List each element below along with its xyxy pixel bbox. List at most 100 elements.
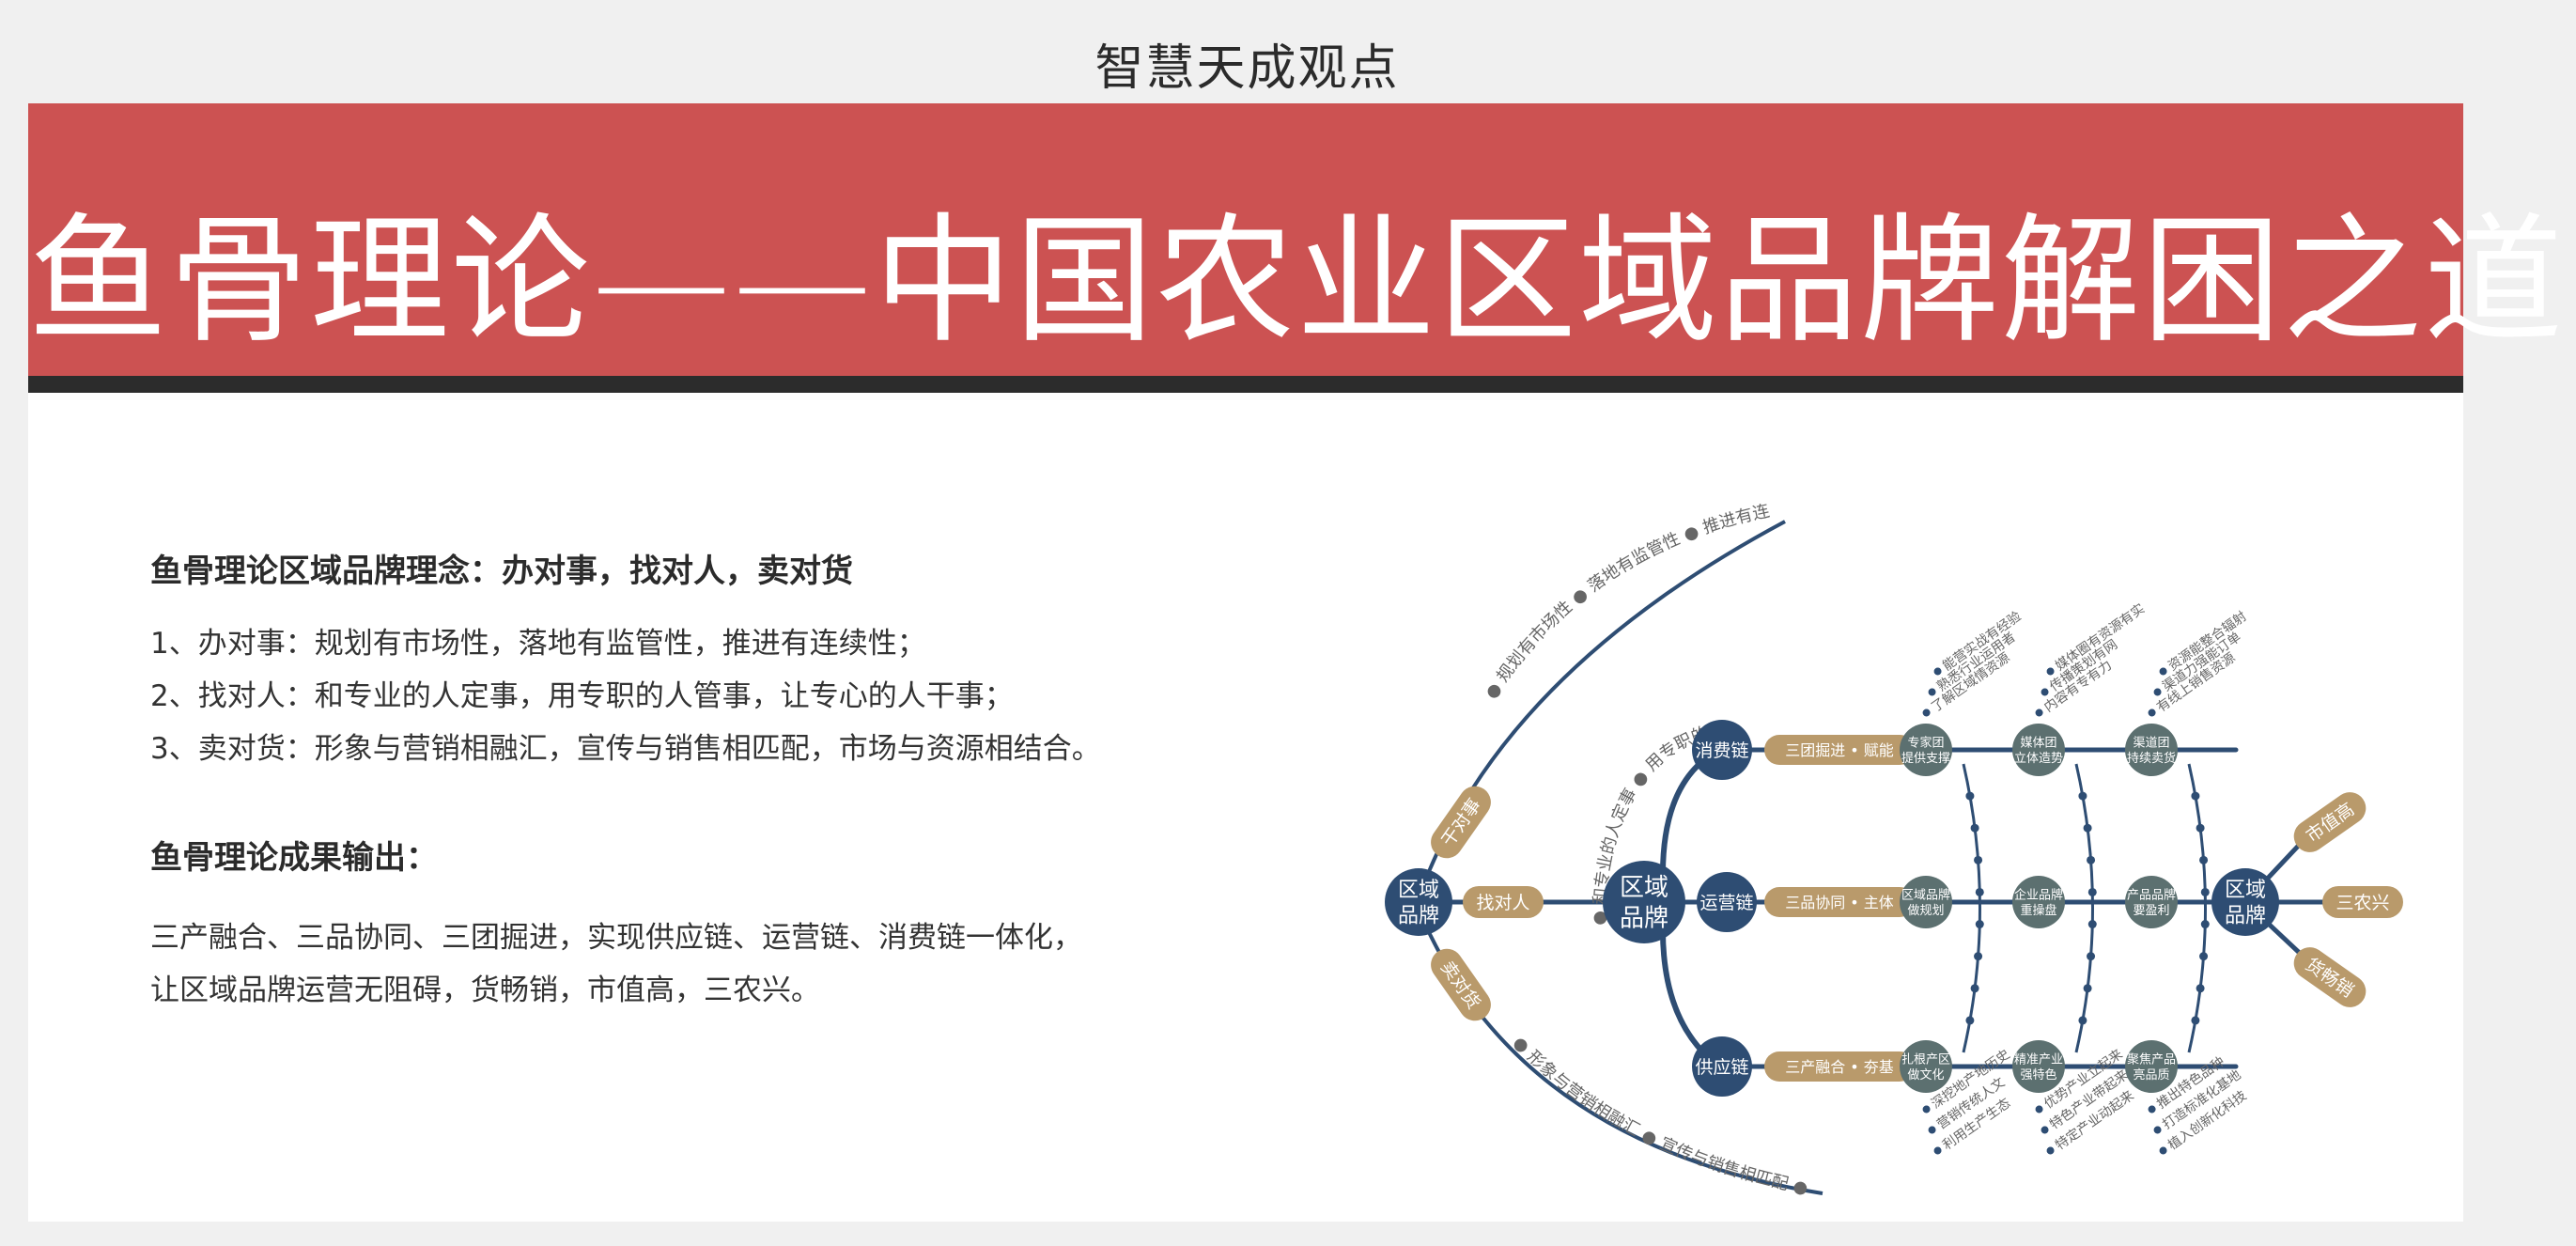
note-dot <box>1933 667 1942 676</box>
top-col-node-2-text: 渠道团 <box>2133 737 2169 751</box>
tag-find-people: 找对人 <box>1463 886 1544 918</box>
top-col-node-1 <box>2012 724 2065 776</box>
connector-dot <box>2196 823 2205 833</box>
note-dot <box>2153 1126 2162 1134</box>
tag-do-right: 干对事 <box>1431 786 1491 859</box>
connector-dot <box>2087 952 2096 961</box>
chain-node-1 <box>1697 872 1757 932</box>
inner-arc-text-path: ● 和专业的人定事 ● 用专职的人管事 ● 让专心的人干事 <box>1372 498 1711 926</box>
fishbone-diagram: ● 规划有市场性 ● 落地有监管性 ● 推进有连续性● 和专业的人定事 ● 用专… <box>1372 498 2405 1231</box>
center-brand-node-text: 品牌 <box>1620 905 1668 933</box>
connector-dot <box>1974 952 1983 961</box>
mid-col-node-1 <box>2012 876 2065 928</box>
connector-dot <box>2200 920 2210 929</box>
note-dot <box>2035 1105 2043 1114</box>
mid-col-node-0 <box>1900 876 1952 928</box>
connector-arc <box>2074 763 2094 1053</box>
bottom-col-node-1-text: 精准产业 <box>2014 1053 2063 1067</box>
connector-dot <box>2199 952 2209 961</box>
connector-dot <box>1965 1016 1975 1025</box>
left-brand-node-text: 区域 <box>1398 879 1439 902</box>
concept-section: 鱼骨理论区域品牌理念：办对事，找对人，卖对货 1、办对事：规划有市场性，落地有监… <box>150 545 1259 775</box>
left-brand-node-text: 品牌 <box>1398 905 1439 928</box>
note-dot <box>2046 667 2055 676</box>
mid-col-node-1-text: 重操盘 <box>2020 903 2056 918</box>
connector-dot <box>2083 984 2092 993</box>
connector-dot <box>2083 823 2092 833</box>
concept-line-3: 3、卖对货：形象与营销相融汇，宣传与销售相匹配，市场与资源相结合。 <box>150 732 1101 766</box>
top-col-node-1-text: 立体造势 <box>2014 751 2063 766</box>
connector-dot <box>2078 791 2087 801</box>
note-dot <box>2046 1146 2055 1155</box>
chain-tag-1-label: 三品协同 • 主体 <box>1785 894 1894 911</box>
tag-rural-label: 三农兴 <box>2335 893 2389 913</box>
concept-line-1: 1、办对事：规划有市场性，落地有监管性，推进有连续性； <box>150 627 926 661</box>
note-dot <box>1928 688 1936 696</box>
connector-arc <box>1962 763 1981 1053</box>
left-bottom-arc <box>1426 929 1823 1195</box>
note-dot <box>2041 1126 2049 1134</box>
tag-do-right-bg <box>1431 786 1491 859</box>
note-dot <box>2041 688 2049 696</box>
chain-tag-2-label: 三产融合 • 夯基 <box>1785 1058 1894 1076</box>
connector-arc <box>2187 763 2207 1053</box>
banner-title: 鱼骨理论——中国农业区域品牌解困之道 <box>28 200 2565 362</box>
note-dot <box>2148 1105 2156 1114</box>
tag-sell-goods: 卖对货 <box>1431 948 1491 1021</box>
tag-rural-bg <box>2322 886 2403 918</box>
top-col-node-0-text: 专家团 <box>1907 736 1944 751</box>
connector-dot <box>1975 887 1984 896</box>
mid-col-node-2-text: 要盈利 <box>2133 904 2169 918</box>
bottom-col-node-0-text: 扎根产区 <box>1901 1053 1950 1067</box>
connector-dot <box>1965 791 1975 801</box>
top-col-node-0 <box>1900 724 1952 776</box>
connector-dot <box>1970 984 1979 993</box>
top-col-node-2-text: 持续卖货 <box>2127 751 2176 766</box>
connector-dot <box>2078 1016 2087 1025</box>
tag-find-people-bg <box>1463 886 1544 918</box>
inner-arc-text: ● 和专业的人定事 ● 用专职的人管事 ● 让专心的人干事 <box>1372 498 1711 926</box>
note-dot <box>1933 1146 1942 1155</box>
chain-tag-2: 三产融合 • 夯基 <box>1764 1051 1915 1082</box>
output-section: 鱼骨理论成果输出： 三产融合、三品协同、三团掘进，实现供应链、运营链、消费链一体… <box>150 832 1259 1017</box>
fishbone-svg: ● 规划有市场性 ● 落地有监管性 ● 推进有连续性● 和专业的人定事 ● 用专… <box>1372 498 2403 1199</box>
note-dot <box>2153 688 2162 696</box>
connector-dot <box>2087 855 2096 864</box>
connector-dot <box>2199 855 2209 864</box>
bottom-col-node-1 <box>2012 1040 2065 1093</box>
mid-col-node-2-text: 产品品牌 <box>2127 888 2176 903</box>
note-dot <box>1922 1105 1931 1114</box>
connector-dot <box>1975 920 1984 929</box>
note-dot <box>2159 1146 2167 1155</box>
concept-line-2: 2、找对人：和专业的人定事，用专职的人管事，让专心的人干事； <box>150 679 1014 713</box>
concept-heading: 鱼骨理论区域品牌理念：办对事，找对人，卖对货 <box>150 553 853 590</box>
bottom-col-node-1-text: 强特色 <box>2020 1067 2056 1082</box>
mid-col-node-0-text: 区域品牌 <box>1901 888 1950 903</box>
bottom-col-node-0 <box>1900 1040 1952 1093</box>
chain-tag-0-bg <box>1764 735 1915 765</box>
top-col-node-1-text: 媒体团 <box>2020 737 2056 751</box>
chain-tag-1-bg <box>1764 887 1915 917</box>
chain-tag-0-label: 三团掘进 • 赋能 <box>1785 741 1894 759</box>
connector-dot <box>2196 984 2205 993</box>
chain-node-2 <box>1692 1036 1752 1097</box>
tag-sell-goods-bg <box>1431 948 1491 1021</box>
banner: 鱼骨理论——中国农业区域品牌解困之道 <box>28 103 2565 393</box>
bottom-col-node-2-text: 亮品质 <box>2133 1067 2169 1082</box>
chain-tag-0: 三团掘进 • 赋能 <box>1764 735 1915 765</box>
connector-dot <box>2191 791 2200 801</box>
mid-col-node-1-text: 企业品牌 <box>2014 888 2063 903</box>
mid-col-node-2 <box>2125 876 2178 928</box>
top-col-node-2 <box>2125 724 2178 776</box>
connector-dot <box>1974 855 1983 864</box>
tag-selling: 货畅销 <box>2293 947 2367 1007</box>
bottom-col-node-2-text: 聚焦产品 <box>2127 1053 2176 1067</box>
page-title: 智慧天成观点 <box>1094 40 1400 97</box>
chain-node-2-text: 供应链 <box>1695 1057 1748 1078</box>
right-brand-node-text: 品牌 <box>2225 905 2266 928</box>
tag-rural: 三农兴 <box>2322 886 2403 918</box>
connector-dot <box>2087 887 2097 896</box>
connector-dot <box>2200 887 2210 896</box>
output-heading: 鱼骨理论成果输出： <box>150 839 438 877</box>
note-dot <box>2035 709 2043 717</box>
